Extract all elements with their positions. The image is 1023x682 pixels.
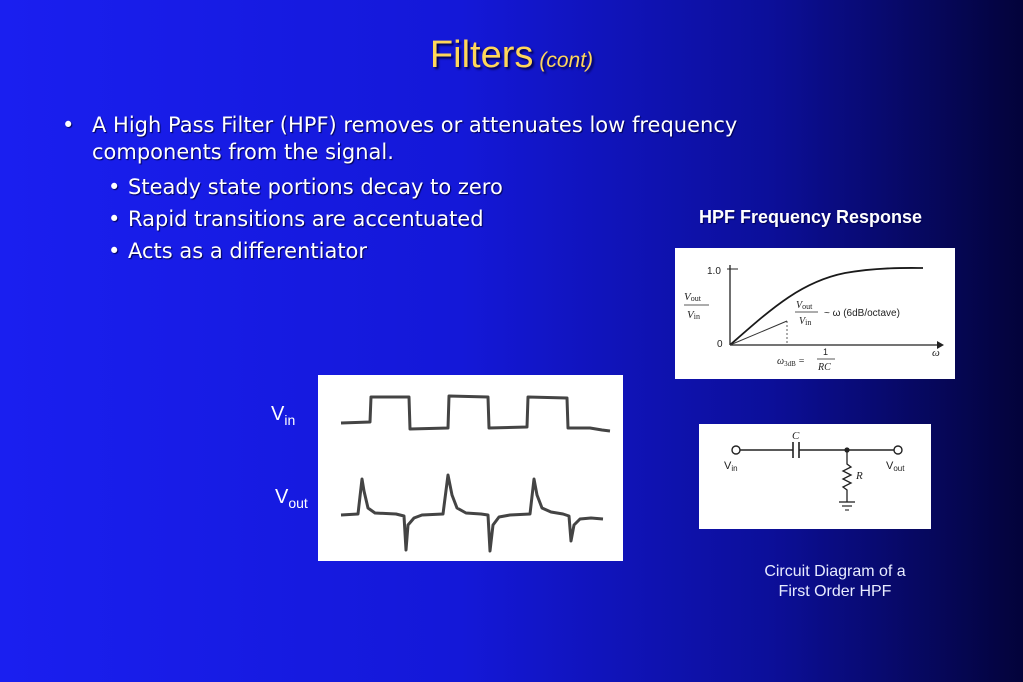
sub-bullet-3: • Acts as a differentiator — [108, 235, 822, 267]
slope-text: ~ ω (6dB/octave) — [824, 308, 900, 319]
slope-num: Vout — [796, 300, 813, 311]
y-tick-top-label: 1.0 — [707, 266, 721, 277]
sub-bullet-text: Rapid transitions are accentuated — [128, 207, 484, 231]
y-label-den: Vin — [687, 309, 700, 321]
circuit-caption: Circuit Diagram of a First Order HPF — [720, 562, 950, 602]
vout-label: Vout — [275, 486, 308, 511]
bullet-main-text: A High Pass Filter (HPF) removes or atte… — [92, 113, 738, 164]
vin-label: Vin — [271, 403, 296, 428]
circuit-caption-line2: First Order HPF — [778, 583, 892, 600]
title-main: Filters — [429, 34, 534, 76]
title-sub: (cont) — [539, 49, 594, 72]
vin-terminal-icon — [731, 445, 741, 455]
freq-response-svg: 1.0 0 Vout Vin Vout Vin ~ ω (6dB/octave)… — [684, 265, 944, 373]
waveform-plot — [318, 375, 623, 561]
bullet-main: • A High Pass Filter (HPF) removes or at… — [62, 112, 822, 166]
x-axis-arrow-icon — [937, 341, 944, 349]
cutoff-num: 1 — [823, 347, 828, 357]
bullet-dot-icon: • — [108, 175, 121, 199]
x-axis-label: ω — [932, 347, 940, 359]
cutoff-den: RC — [817, 362, 831, 373]
sub-bullet-2: • Rapid transitions are accentuated — [108, 203, 822, 235]
response-curve — [729, 267, 924, 346]
sub-bullet-text: Steady state portions decay to zero — [128, 175, 503, 199]
circuit-vout-label: Vout — [886, 460, 905, 473]
circuit-svg: C R Vin Vout — [724, 430, 905, 511]
freq-response-caption: HPF Frequency Response — [698, 207, 923, 227]
resistor-label: R — [855, 470, 863, 482]
vin-waveform — [340, 394, 611, 433]
capacitor-label: C — [792, 430, 800, 442]
slide-title: Filters(cont) — [0, 34, 1023, 77]
y-label-num: Vout — [684, 291, 702, 303]
bullet-dot-icon: • — [62, 113, 75, 137]
circuit-caption-line1: Circuit Diagram of a — [764, 563, 906, 580]
vout-terminal-icon — [893, 445, 903, 455]
cutoff-label: ω3dB= — [777, 356, 805, 368]
sub-bullet-text: Acts as a differentiator — [128, 239, 368, 263]
slope-den: Vin — [799, 316, 811, 327]
circuit-vin-label: Vin — [724, 460, 738, 473]
resistor-icon — [841, 450, 853, 502]
waveform-svg — [340, 394, 611, 553]
freq-response-plot: 1.0 0 Vout Vin Vout Vin ~ ω (6dB/octave)… — [675, 248, 955, 379]
circuit-diagram: C R Vin Vout — [699, 424, 931, 529]
bullet-list: • A High Pass Filter (HPF) removes or at… — [62, 112, 822, 267]
asymptote-line — [729, 320, 788, 346]
y-tick-bottom-label: 0 — [717, 339, 723, 350]
vout-waveform — [340, 473, 604, 553]
bullet-dot-icon: • — [108, 239, 121, 263]
bullet-dot-icon: • — [108, 207, 121, 231]
sub-bullet-1: • Steady state portions decay to zero — [108, 171, 822, 203]
